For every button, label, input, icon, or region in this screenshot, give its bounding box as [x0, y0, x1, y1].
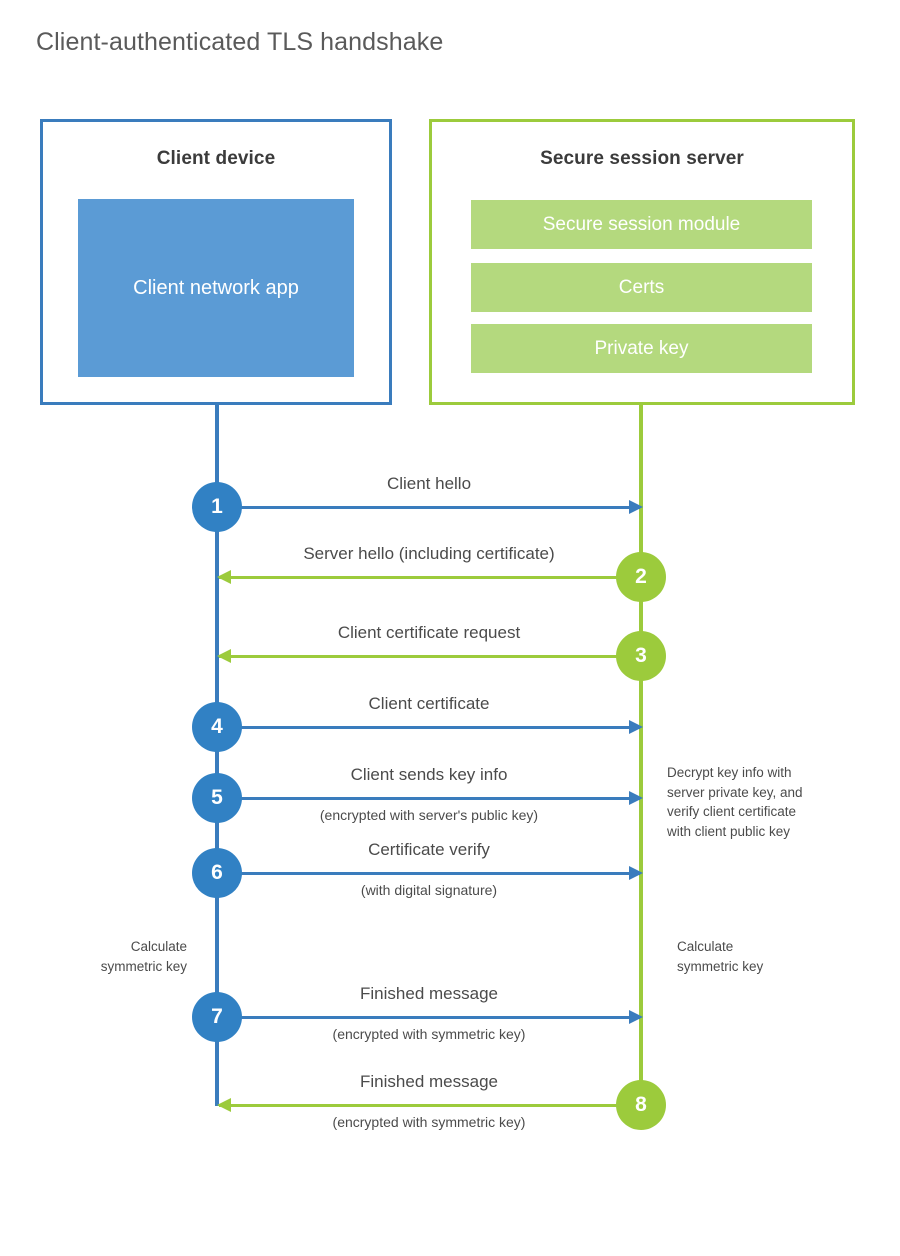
step-badge-5: 5 [192, 773, 242, 823]
message-label-1: Client hello [386, 474, 472, 493]
message-label-8: Finished message [360, 1072, 498, 1091]
arrow-head-right-icon [629, 720, 643, 734]
message-arrow-line-4 [217, 726, 640, 729]
client-lifeline [215, 404, 219, 1106]
message-arrow-line-2 [219, 576, 641, 579]
server-module-certs: Certs [471, 263, 812, 312]
arrow-head-right-icon [629, 791, 643, 805]
client-network-app-block: Client network app [78, 199, 354, 377]
arrow-head-right-icon [629, 866, 643, 880]
arrow-head-right-icon [629, 500, 643, 514]
server-module-secure-session-module: Secure session module [471, 200, 812, 249]
client-calculate-symmetric-key-note: Calculate symmetric key [100, 939, 187, 974]
step-badge-6: 6 [192, 848, 242, 898]
step-badge-4: 4 [192, 702, 242, 752]
message-label-2: Server hello (including certificate) [303, 544, 555, 563]
client-device-title: Client device [156, 148, 276, 169]
message-arrow-line-8 [219, 1104, 641, 1107]
message-sublabel-5: (encrypted with server's public key) [319, 807, 539, 823]
message-sublabel-8: (encrypted with symmetric key) [332, 1114, 526, 1130]
message-sublabel-7: (encrypted with symmetric key) [332, 1026, 526, 1042]
server-decrypt-note: Decrypt key info with server private key… [667, 765, 803, 839]
arrow-head-right-icon [629, 1010, 643, 1024]
message-arrow-line-5 [217, 797, 640, 800]
message-arrow-line-6 [217, 872, 640, 875]
server-module-private-key: Private key [471, 324, 812, 373]
step-badge-8: 8 [616, 1080, 666, 1130]
arrow-head-left-icon [217, 649, 231, 663]
message-sublabel-6: (with digital signature) [360, 882, 498, 898]
message-label-6: Certificate verify [368, 840, 490, 859]
step-badge-7: 7 [192, 992, 242, 1042]
message-label-7: Finished message [360, 984, 498, 1003]
server-calculate-symmetric-key-note: Calculate symmetric key [677, 939, 764, 974]
secure-session-server-title: Secure session server [540, 148, 744, 169]
arrow-head-left-icon [217, 1098, 231, 1112]
step-badge-1: 1 [192, 482, 242, 532]
message-arrow-line-7 [217, 1016, 640, 1019]
message-label-5: Client sends key info [350, 765, 508, 784]
arrow-head-left-icon [217, 570, 231, 584]
message-label-3: Client certificate request [337, 623, 521, 642]
message-label-4: Client certificate [368, 694, 490, 713]
page-title: Client-authenticated TLS handshake [36, 28, 444, 56]
step-badge-3: 3 [616, 631, 666, 681]
server-lifeline [639, 404, 643, 1106]
step-badge-2: 2 [616, 552, 666, 602]
message-arrow-line-3 [219, 655, 641, 658]
message-arrow-line-1 [217, 506, 640, 509]
